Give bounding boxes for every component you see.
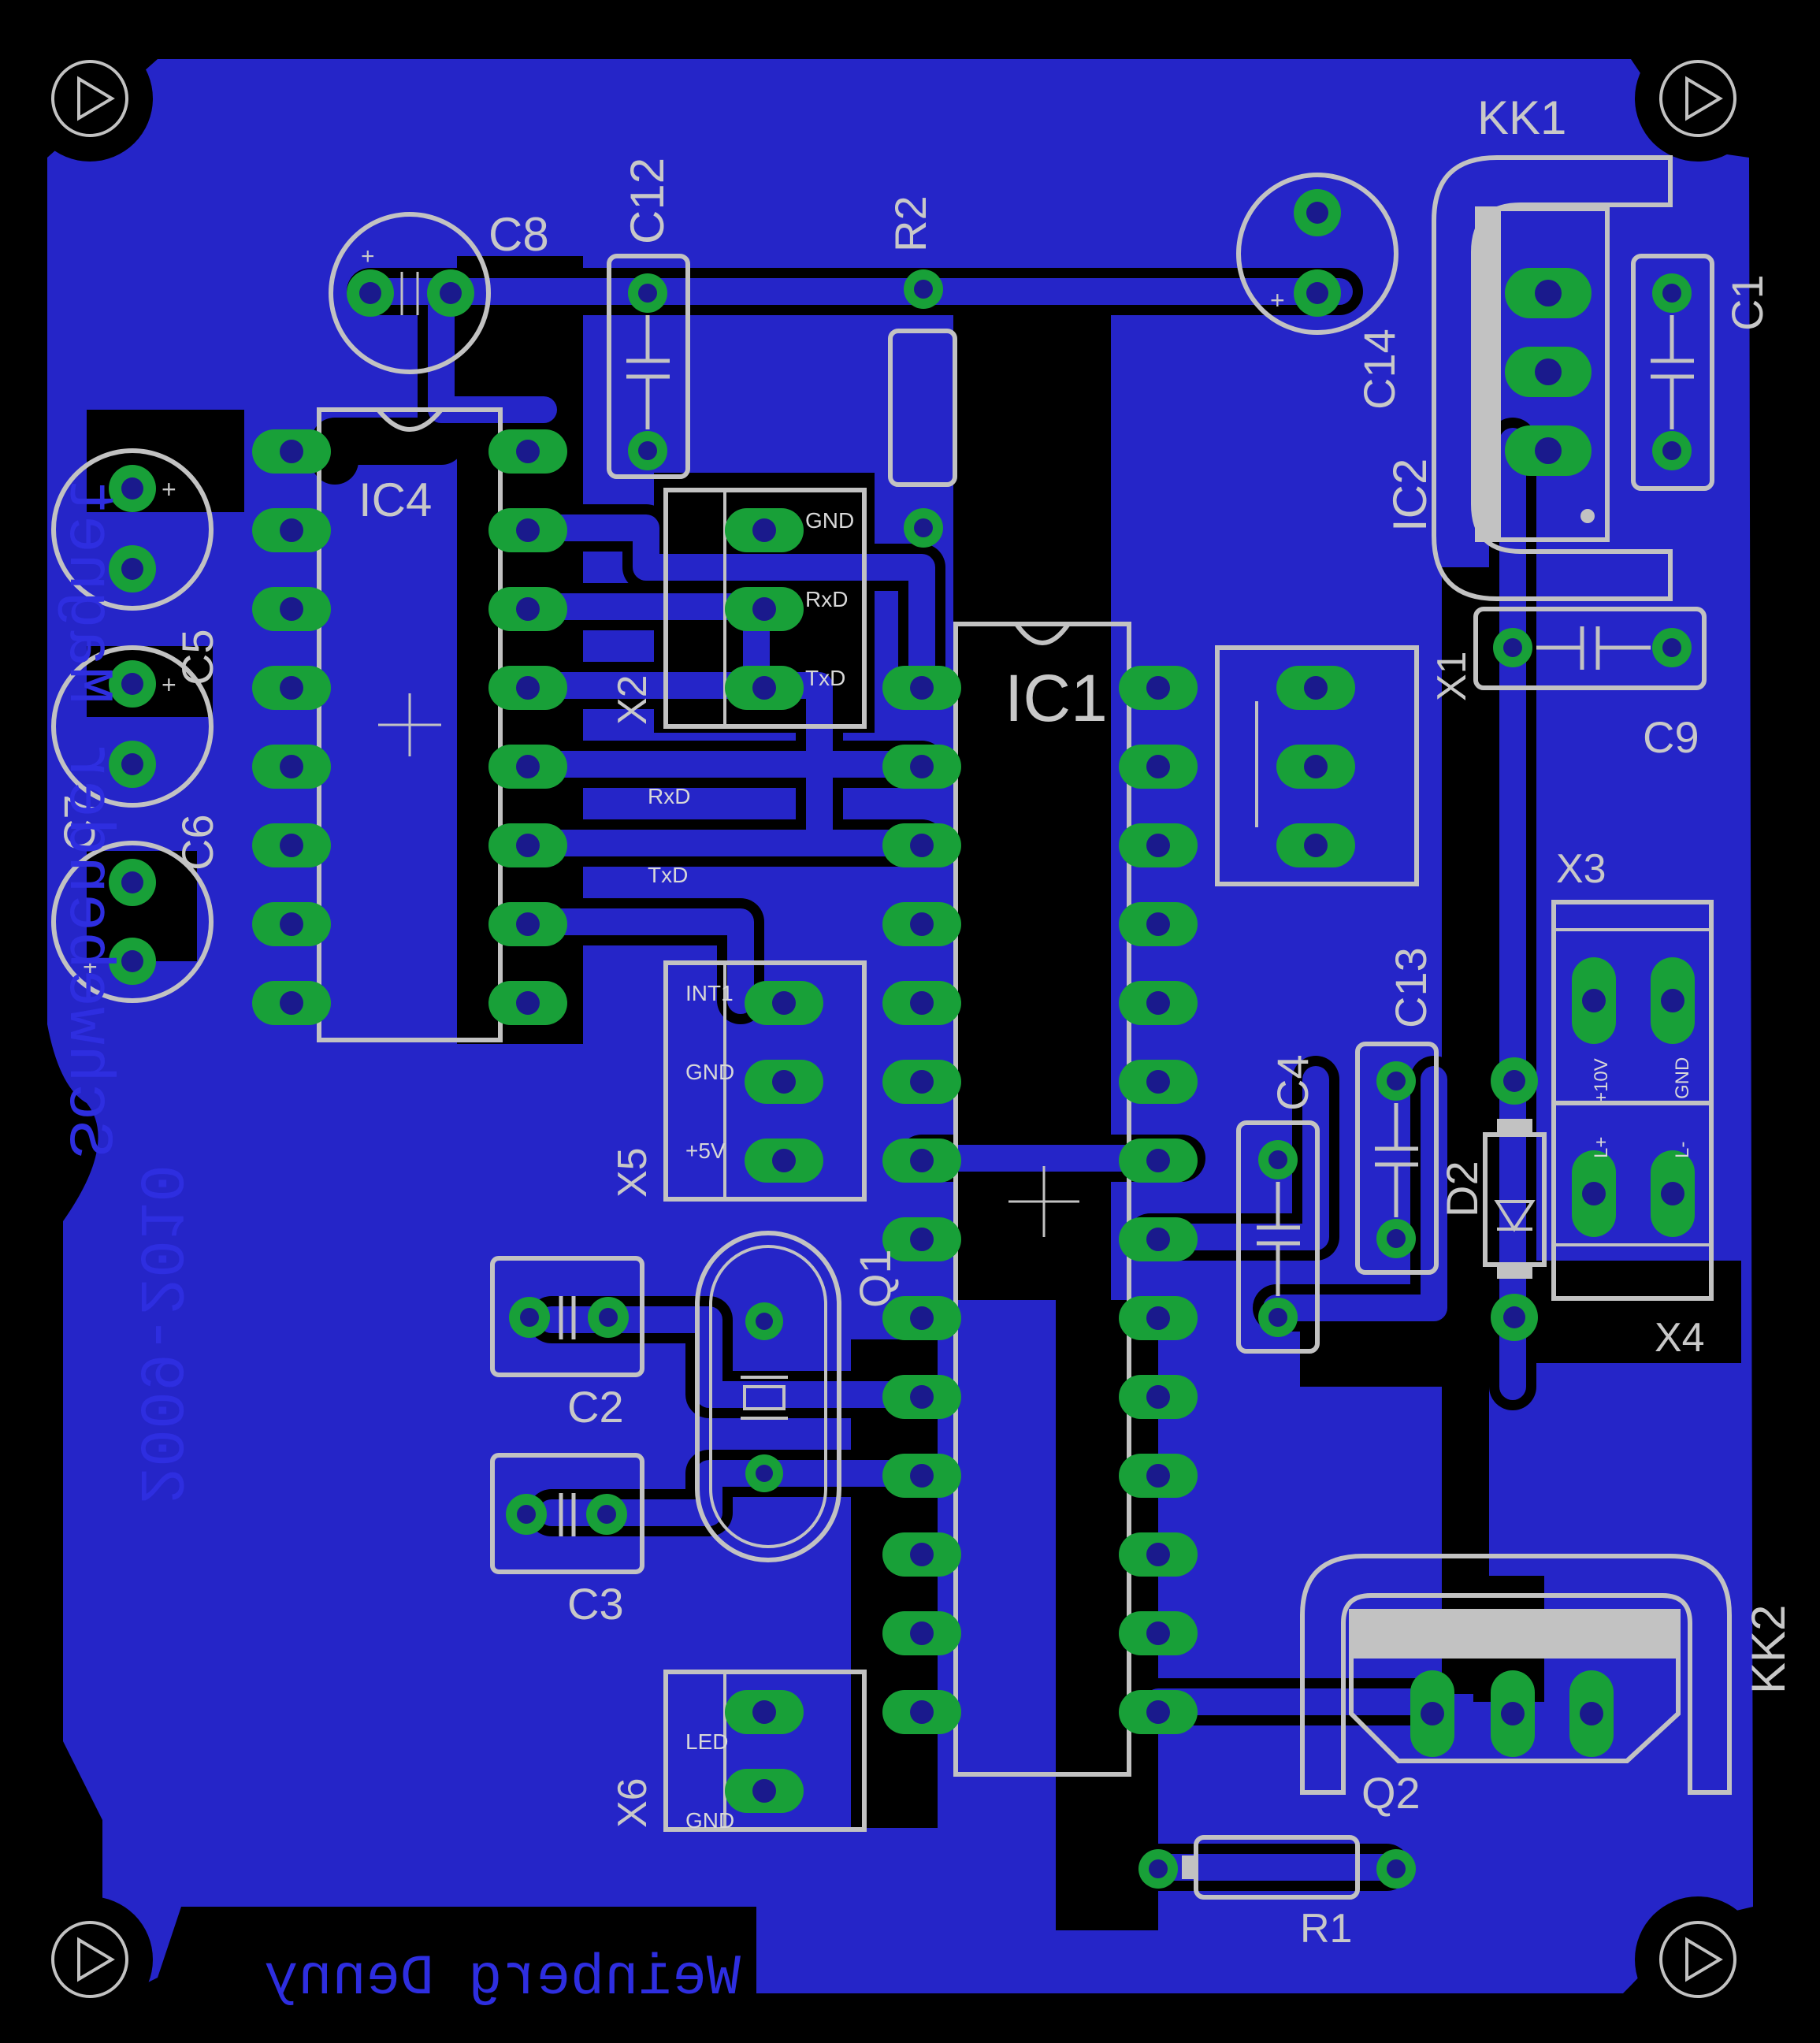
c2-label: C2 (567, 1382, 624, 1432)
ic1: IC1 (882, 622, 1198, 1777)
c13: C13 (1355, 947, 1439, 1275)
c6-plus-sign: + (162, 670, 176, 699)
mounting-holes (27, 35, 1761, 2023)
x2-pin-txd: TxD (805, 666, 845, 690)
x5-pin-gnd: GND (685, 1060, 734, 1084)
x5-pin-5v: +5V (685, 1139, 726, 1163)
c14-label: C14 (1354, 329, 1404, 410)
x2-pin-gnd: GND (805, 508, 854, 533)
x1-label: X1 (1429, 651, 1475, 701)
c8-plus-sign: + (361, 243, 375, 269)
x4-pin-lp: L+ (1591, 1137, 1612, 1158)
c5: + C5 (51, 448, 222, 685)
c12-label: C12 (621, 158, 674, 244)
c1: C1 (1631, 254, 1772, 491)
ic4-label: IC4 (358, 474, 432, 526)
mirror-text-line3: Weinberg Denny (264, 1946, 741, 2011)
c4-label: C4 (1268, 1054, 1317, 1111)
x4-label: X4 (1655, 1315, 1705, 1361)
kk1: KK1 (1432, 91, 1673, 601)
c9: C9 (1473, 607, 1707, 762)
c5-label: C5 (173, 629, 222, 685)
kk2: KK2 (1300, 1554, 1795, 1795)
c3: C3 (490, 1453, 644, 1629)
x3-label: X3 (1556, 846, 1606, 892)
x6-pin-gnd: GND (685, 1808, 734, 1833)
ic1-label: IC1 (1005, 661, 1108, 735)
x6-label: X6 (610, 1777, 656, 1828)
x3-pin-gnd: GND (1672, 1057, 1693, 1099)
c9-label: C9 (1643, 712, 1699, 762)
x4: L+ L- X4 (1551, 1101, 1714, 1361)
r2-label: R2 (886, 195, 935, 252)
kk1-label: KK1 (1477, 91, 1566, 144)
ic4-pads-right (488, 429, 567, 1025)
c14-plus-sign: + (1270, 286, 1285, 314)
r2: R2 (886, 195, 957, 548)
ic1-pads-left (882, 666, 961, 1734)
x1 (1215, 645, 1419, 886)
x6: LED GND X6 (610, 1670, 867, 1833)
ic1-pads-right (1119, 666, 1198, 1734)
c13-label: C13 (1386, 947, 1436, 1028)
q2-label: Q2 (1361, 1768, 1421, 1818)
ic2: IC2 (1384, 206, 1610, 542)
x5-label: X5 (610, 1147, 656, 1198)
mirror-text: Schwebender Magnet 2009-2010 Weinberg De… (51, 477, 741, 2011)
x3: +10V GND X3 (1551, 846, 1714, 1105)
ic4-pads-left (252, 429, 331, 1025)
c14: + C14 (1236, 173, 1404, 410)
x2-label: X2 (610, 674, 656, 725)
ic4: IC4 (252, 407, 567, 1042)
c8-label: C8 (488, 208, 549, 261)
x2: GND RxD TxD X2 (610, 488, 867, 729)
c4: C4 (1236, 1054, 1320, 1354)
x2-pin-rxd: RxD (805, 587, 848, 611)
x6-pin-led: LED (685, 1729, 728, 1754)
r1: R1 (1138, 1835, 1416, 1952)
ic2-label: IC2 (1384, 459, 1436, 532)
c1-label: C1 (1722, 274, 1772, 331)
r1-label: R1 (1300, 1906, 1352, 1952)
d2-label: D2 (1437, 1161, 1487, 1217)
c7: + C7 (51, 794, 214, 1003)
c8: + C8 (329, 208, 549, 374)
trace-label-txd: TxD (648, 863, 688, 887)
kk2-label: KK2 (1742, 1605, 1795, 1694)
q1: Q1 (695, 1231, 900, 1562)
c5-plus-sign: + (162, 475, 176, 503)
c6-label: C6 (173, 814, 222, 871)
q2: Q2 (1349, 1609, 1681, 1818)
mirror-text-line2: 2009-2010 (122, 1165, 194, 1505)
c2: C2 (490, 1256, 644, 1432)
x5: INT1 GND +5V X5 (610, 960, 867, 1202)
mirror-text-line1: Schwebender Magnet (51, 477, 123, 1158)
d2: D2 (1437, 1057, 1547, 1341)
c7-label: C7 (54, 794, 104, 851)
c3-label: C3 (567, 1579, 624, 1629)
x5-pin-int1: INT1 (685, 981, 734, 1005)
x3-pin-10v: +10V (1591, 1058, 1612, 1103)
c12: C12 (607, 158, 690, 479)
q1-label: Q1 (850, 1249, 900, 1308)
c7-plus-sign: + (83, 953, 98, 981)
trace-label-rxd: RxD (648, 784, 690, 808)
x4-pin-lm: L- (1672, 1142, 1693, 1158)
